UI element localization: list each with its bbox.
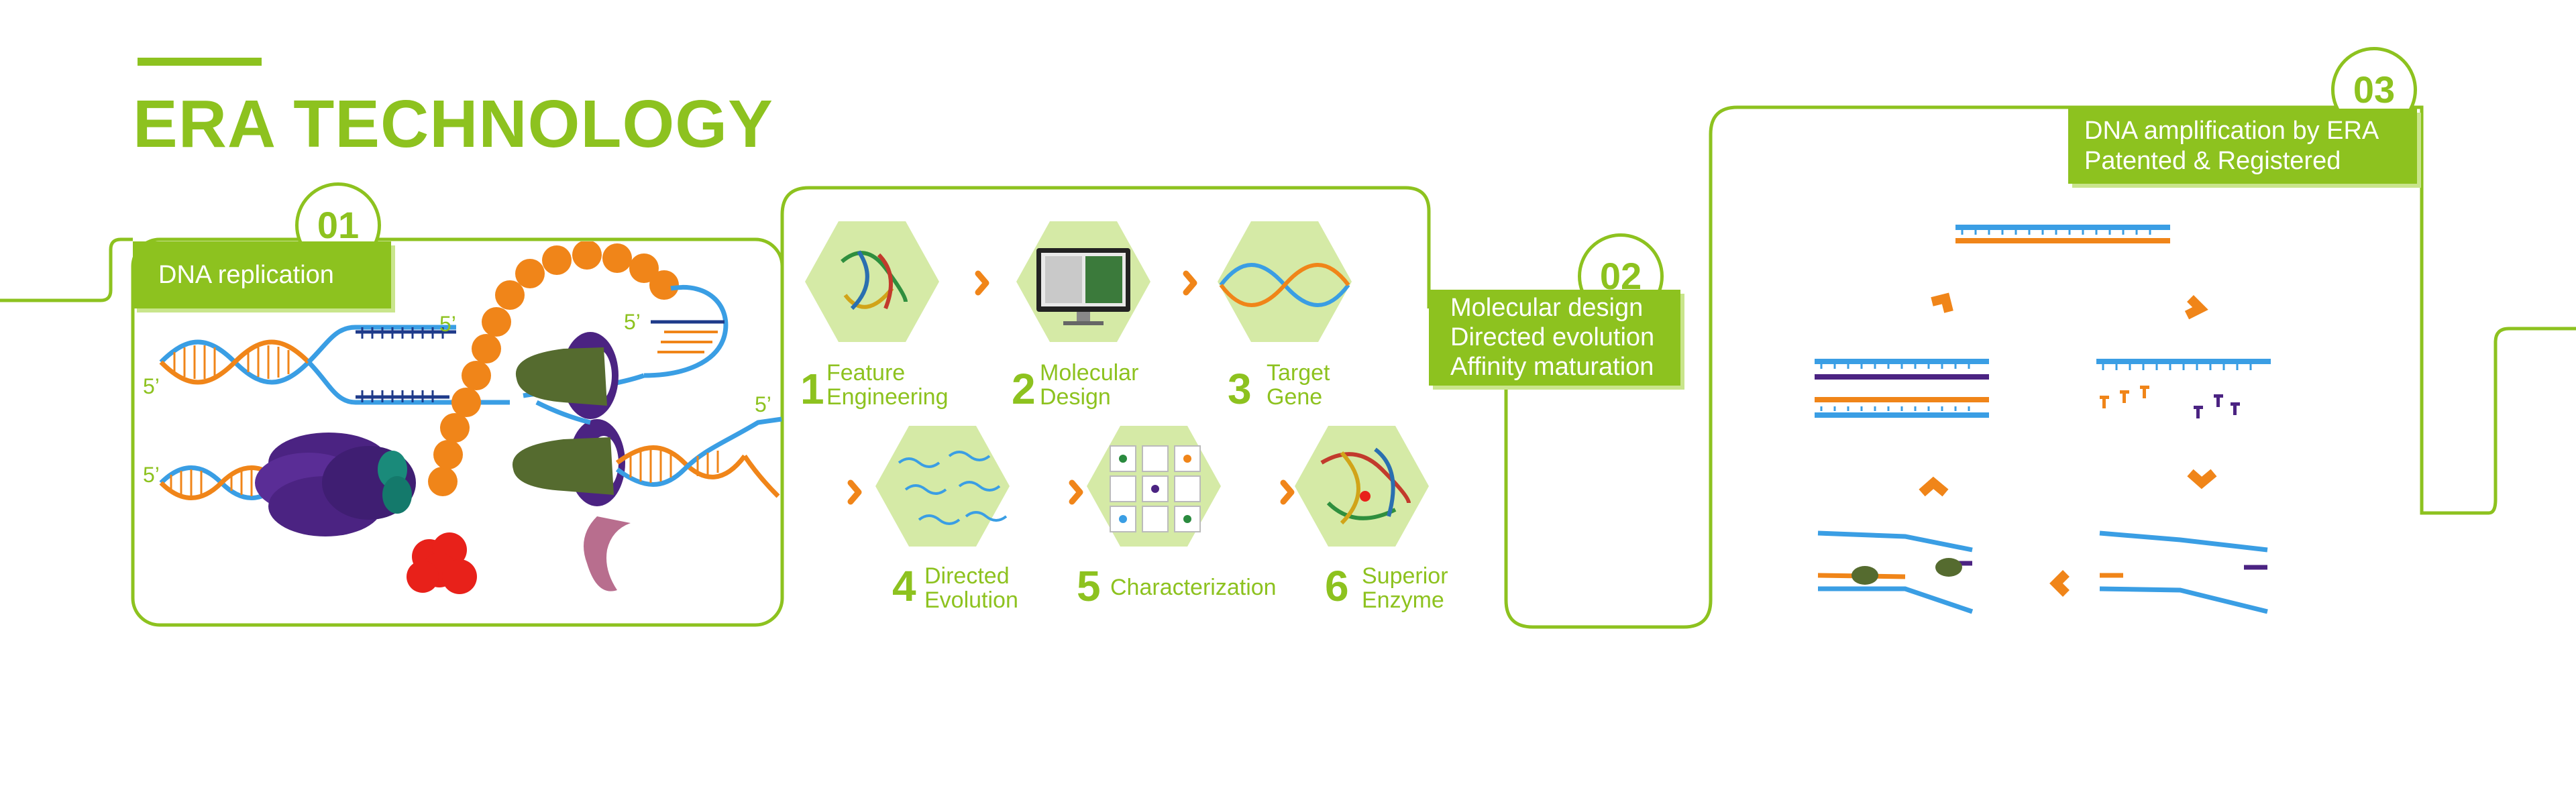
five-prime-label: 5’ — [143, 374, 160, 398]
hexagon-superior-enzyme — [1295, 426, 1429, 547]
step-number: 2 — [1012, 365, 1036, 413]
superior-enzyme-icon — [1320, 447, 1411, 525]
ssb-bead-chain — [428, 241, 679, 496]
step-number: 4 — [892, 562, 916, 610]
hexagon-target-gene — [1218, 221, 1352, 342]
step-number: 3 — [1228, 365, 1252, 413]
page-title: ERA TECHNOLOGY — [133, 87, 773, 162]
primers-purple — [2194, 394, 2240, 418]
denatured-strand-right — [2096, 359, 2271, 418]
five-prime-label: 5’ — [143, 463, 160, 487]
dna-helix-icon — [1219, 263, 1350, 307]
primers-orange — [2100, 386, 2149, 408]
section1-label: DNA replication — [158, 261, 334, 289]
dna-replication-illustration — [159, 241, 782, 594]
dna-polymerase-lower — [512, 419, 625, 506]
process-arrows — [847, 270, 1295, 505]
era-amplification-cycle — [1815, 225, 2271, 614]
cycle-arrows — [1919, 292, 2217, 597]
dna-polymerase-upper — [515, 332, 619, 419]
upper-helix — [159, 325, 510, 405]
hexagon-feature-engineering — [805, 221, 939, 342]
step-number: 6 — [1325, 562, 1349, 610]
characterization-grid-icon — [1110, 445, 1201, 532]
step-number: 5 — [1077, 562, 1101, 610]
clamp-loader-protein — [584, 516, 631, 591]
title-accent-bar — [138, 58, 262, 66]
section1-label-box: DNA replication — [133, 241, 391, 308]
right-helix — [535, 400, 782, 498]
primer-binding-right — [2099, 530, 2268, 614]
scattered-dna-icon — [898, 451, 1008, 525]
five-prime-label: 5’ — [439, 312, 456, 336]
step-label: Characterization — [1110, 575, 1277, 600]
primase-protein — [407, 532, 477, 594]
section3-label: Patented & Registered — [2084, 147, 2341, 175]
section2-label: Molecular design — [1450, 294, 1644, 322]
protein-structure-icon — [841, 250, 908, 310]
template-dna — [1955, 225, 2170, 243]
section2-label-box: Molecular design Directed evolution Affi… — [1429, 290, 1680, 386]
helicase-protein — [255, 433, 416, 536]
section2-process-graphic — [805, 221, 1429, 547]
section3-label: DNA amplification by ERA — [2084, 117, 2379, 145]
step-number: 1 — [800, 365, 824, 413]
amplified-dna-left — [1815, 359, 1989, 418]
extension-left — [1817, 530, 1974, 614]
five-prime-label: 5’ — [624, 310, 641, 334]
section3-label-box: DNA amplification by ERA Patented & Regi… — [2068, 109, 2417, 184]
computer-monitor-icon — [1036, 248, 1130, 325]
section2-label: Directed evolution — [1450, 323, 1655, 351]
section2-label: Affinity maturation — [1450, 353, 1654, 381]
five-prime-label: 5’ — [755, 392, 771, 416]
hexagon-directed-evolution — [875, 426, 1010, 547]
